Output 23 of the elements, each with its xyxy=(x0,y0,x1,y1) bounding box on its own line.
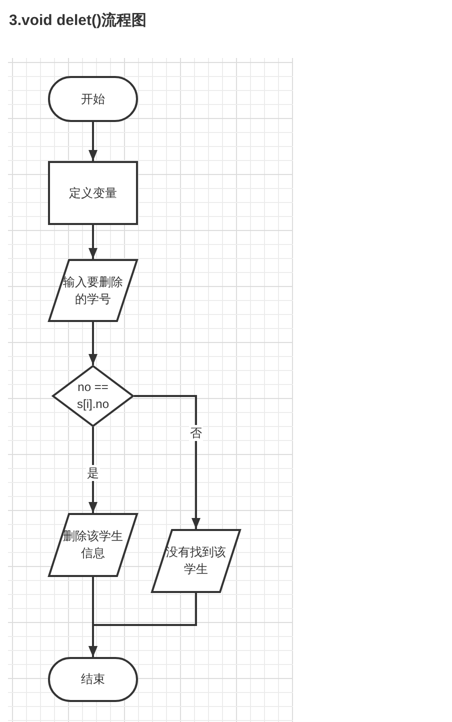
edge-label: 否 xyxy=(189,425,203,441)
node-label: 结束 xyxy=(80,671,106,688)
parallelogram xyxy=(48,259,138,322)
node-label: 输入要删除的学号 xyxy=(62,274,124,308)
arrow xyxy=(88,322,98,365)
arrow xyxy=(88,225,98,259)
terminal-shape xyxy=(48,657,138,702)
decision-diamond xyxy=(52,365,134,427)
arrow xyxy=(134,395,200,529)
node-label: 定义变量 xyxy=(68,184,118,202)
process-box xyxy=(48,161,138,225)
terminal-shape xyxy=(48,76,138,122)
diagram-title: 3.void delet()流程图 xyxy=(9,11,147,31)
node-label: no == s[i].no xyxy=(76,379,110,413)
edge-label: 是 xyxy=(86,465,100,481)
node-label: 开始 xyxy=(80,90,106,108)
parallelogram xyxy=(48,513,138,577)
node-label: 没有找到该学生 xyxy=(165,544,227,578)
parallelogram xyxy=(151,529,241,593)
arrow xyxy=(88,593,197,657)
node-label: 删除该学生信息 xyxy=(62,528,124,562)
arrow xyxy=(88,427,98,513)
arrow xyxy=(88,122,98,161)
